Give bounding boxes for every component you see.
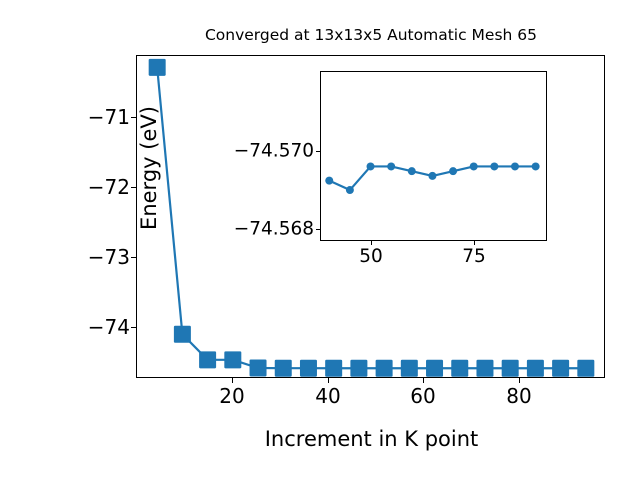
page-title: Converged at 13x13x5 Automatic Mesh 65 (204, 26, 538, 44)
x-tick-mark (519, 377, 520, 383)
inset-x-tick-label: 75 (462, 246, 486, 267)
inset-series-svg (325, 162, 540, 195)
inset-y-tick-mark (316, 151, 321, 152)
x-tick-label: 40 (315, 384, 341, 408)
y-tick-mark (131, 187, 137, 188)
inset-x-tick-mark (474, 240, 475, 245)
inset-x-tick-label: 50 (359, 246, 383, 267)
main-plot-area (137, 56, 604, 377)
x-tick-label: 80 (506, 384, 532, 408)
y-tick-label: −72 (87, 175, 130, 199)
inset-y-tick-label: −74.568 (233, 218, 314, 240)
inset-plot-area (321, 72, 546, 240)
x-tick-mark (423, 377, 424, 383)
x-tick-mark (328, 377, 329, 383)
x-axis-label: Increment in K point (264, 427, 479, 451)
y-tick-label: −73 (87, 245, 130, 269)
inset-x-tick-mark (371, 240, 372, 245)
y-tick-mark (131, 257, 137, 258)
y-tick-label: −71 (87, 105, 130, 129)
y-tick-mark (131, 117, 137, 118)
x-tick-label: 20 (219, 384, 245, 408)
x-tick-label: 60 (410, 384, 436, 408)
inset-y-tick-mark (316, 229, 321, 230)
inset-axes: −74.570 −74.568 50 75 (234, 71, 547, 267)
y-tick-label: −74 (87, 315, 130, 339)
x-tick-mark (232, 377, 233, 383)
inset-y-tick-label: −74.570 (233, 140, 314, 162)
main-series-svg (148, 58, 595, 377)
y-tick-mark (131, 327, 137, 328)
